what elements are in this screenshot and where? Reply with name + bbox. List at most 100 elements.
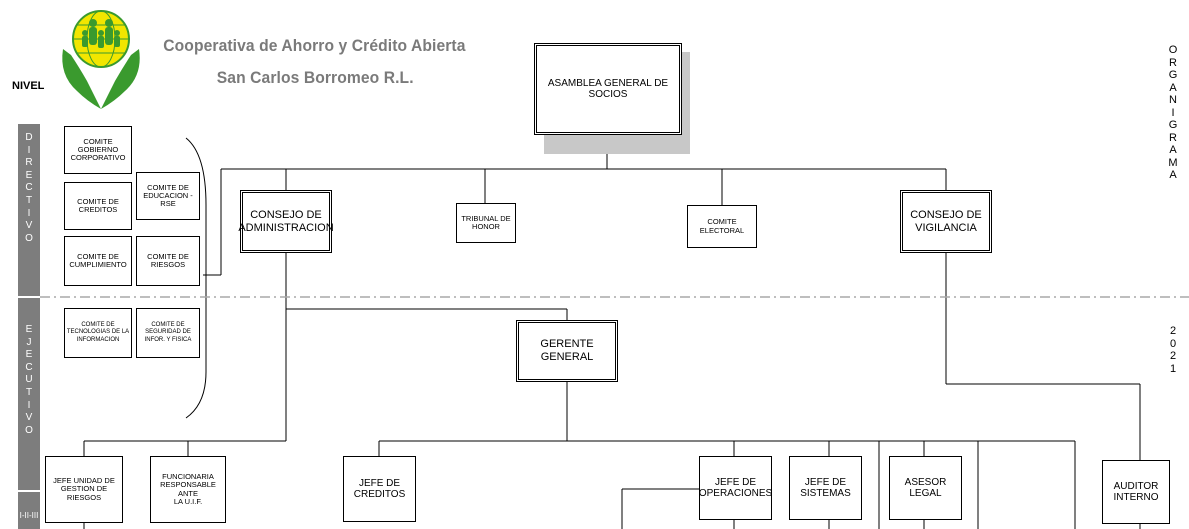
organigrama-letter: A	[1169, 144, 1177, 156]
organigrama-letter: O	[1168, 44, 1178, 56]
directivo-letter: T	[25, 194, 33, 206]
directivo-letter: I	[27, 207, 31, 219]
label-line: COMITE DE	[147, 251, 189, 261]
nivel-label: NIVEL	[12, 80, 45, 92]
label-line: SISTEMAS	[800, 488, 851, 499]
committee-bracket	[185, 137, 207, 419]
label-line: SEGURIDAD DE	[145, 329, 191, 336]
organigrama-letter: R	[1169, 131, 1177, 144]
organigrama-letter: A	[1169, 169, 1177, 181]
label-line: ADMINISTRACION	[238, 221, 334, 234]
label-line: COMITE GOBIERNO	[77, 136, 119, 154]
label-line: COMITE	[707, 217, 737, 227]
organigrama-letter: I	[1171, 106, 1175, 119]
ejecutivo-letter: O	[25, 424, 33, 436]
ejecutivo-letter: C	[25, 361, 33, 373]
ejecutivo-letter: J	[26, 336, 32, 348]
label-line: TECNOLOGIAS DE LA	[66, 329, 130, 336]
label-line: INFORMACION	[76, 336, 120, 343]
ejecutivo-letter: E	[25, 324, 33, 335]
label-line: HONOR	[472, 222, 500, 231]
ejecutivo-letter: U	[25, 374, 33, 386]
directivo-letter: O	[25, 232, 33, 244]
label-line: FUNCIONARIA	[162, 472, 214, 481]
label-line: INTERNO	[1113, 492, 1159, 503]
label-line: JEFE DE	[804, 476, 847, 488]
directivo-letter: E	[25, 169, 33, 181]
ejecutivo-letter: E	[25, 349, 33, 361]
label-line: EDUCACION -RSE	[143, 190, 193, 209]
label-line: VIGILANCIA	[915, 221, 977, 234]
directivo-letter: I	[27, 144, 31, 156]
directivo-letter: C	[25, 182, 33, 194]
label-line: RIESGOS	[150, 260, 186, 269]
label-line: LEGAL	[909, 488, 942, 499]
label-line: GESTION DE RIESGOS	[60, 484, 108, 502]
level-band-bottom: I-II-III	[18, 492, 40, 529]
directivo-letter: R	[25, 157, 33, 169]
label-line: GERENTE	[540, 338, 594, 351]
label-line: COMITE DE	[147, 182, 189, 192]
cooperative-logo	[62, 10, 140, 109]
year-digit: 2	[1169, 350, 1177, 362]
organigrama-letter: N	[1169, 94, 1177, 106]
label-line: RESPONSABLE ANTE	[160, 480, 216, 498]
label-line: ASAMBLEA GENERAL DE	[547, 77, 669, 89]
organigrama-letter: M	[1168, 156, 1178, 169]
year-digit: 1	[1169, 362, 1177, 375]
label-line: OPERACIONES	[698, 488, 773, 499]
ejecutivo-letter: V	[25, 412, 33, 424]
label-line: INFOR. Y FISICA	[144, 336, 192, 343]
label-line: JEFE UNIDAD DE	[53, 476, 115, 486]
title-line-2: San Carlos Borromeo R.L.	[216, 68, 414, 87]
label-line: SOCIOS	[588, 89, 628, 100]
organigrama-letter: A	[1169, 81, 1177, 94]
label-line: CREDITOS	[353, 489, 406, 500]
organigrama-letter: G	[1168, 119, 1178, 131]
label-line: CUMPLIMIENTO	[69, 260, 127, 269]
label-line: COMITE DE	[77, 196, 119, 206]
year-digit: 0	[1169, 337, 1177, 350]
label-line: CORPORATIVO	[70, 153, 126, 163]
level-bottom-label: I-II-III	[19, 511, 39, 520]
year-digit: 2	[1169, 325, 1177, 337]
label-line: JEFE DE	[358, 477, 401, 489]
directivo-letter: V	[25, 220, 33, 232]
label-line: CONSEJO DE	[910, 208, 982, 221]
